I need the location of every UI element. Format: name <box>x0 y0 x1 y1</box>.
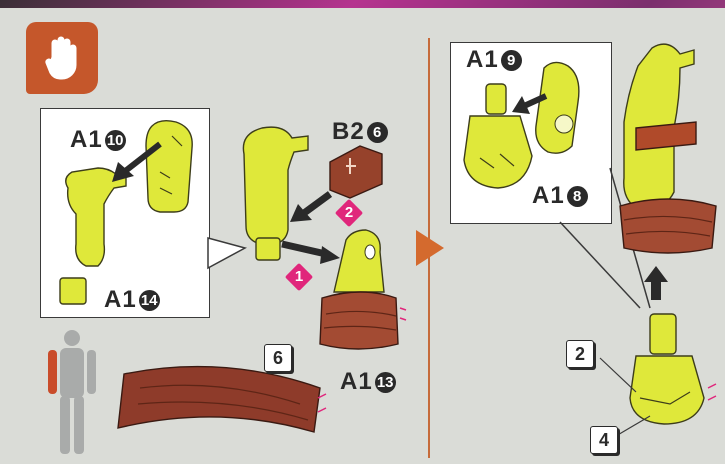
label-prefix: A1 <box>466 46 499 73</box>
step-number: 2 <box>336 204 362 221</box>
sticker-number-6: 6 <box>264 344 292 372</box>
label-prefix: A1 <box>532 182 565 209</box>
part-a1-10 <box>146 121 192 212</box>
part-a1-14 <box>60 168 126 304</box>
part-b2-6 <box>330 146 382 198</box>
label-number: 9 <box>501 50 522 71</box>
up-arrow <box>644 266 668 300</box>
body-figure-icon <box>48 330 96 454</box>
label-number: 10 <box>105 130 126 151</box>
forearm-part <box>320 230 406 349</box>
part-a1-9 <box>536 62 579 153</box>
label-prefix: A1 <box>70 126 103 153</box>
label-number: 13 <box>375 372 396 393</box>
step-1-arrow <box>282 244 340 264</box>
label-prefix: A1 <box>340 368 373 395</box>
label-prefix: B2 <box>332 118 365 145</box>
hand-part <box>600 314 716 436</box>
step-2-arrow <box>290 194 330 222</box>
label-number: 6 <box>367 122 388 143</box>
assembled-arm <box>620 44 716 253</box>
upper-arm-part <box>243 127 308 260</box>
step-marker-2: 2 <box>336 200 362 226</box>
triangle-right-icon <box>416 230 444 266</box>
wrap-strip <box>118 367 326 432</box>
label-number: 8 <box>567 186 588 207</box>
label-number: 14 <box>139 290 160 311</box>
sticker-number-2: 2 <box>566 340 594 368</box>
left-callout-pointer <box>208 238 245 268</box>
label-prefix: A1 <box>104 286 137 313</box>
step-number: 1 <box>286 268 312 285</box>
step-marker-1: 1 <box>286 264 312 290</box>
sticker-number-4: 4 <box>590 426 618 454</box>
